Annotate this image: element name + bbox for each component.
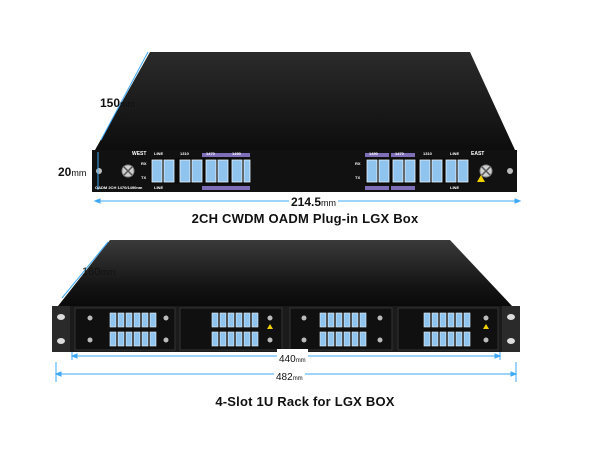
line-label-right-top: LINE: [450, 151, 460, 156]
rack-inner-width-dimension: 440mm: [277, 349, 308, 367]
rack-outer-width-unit: mm: [292, 376, 303, 382]
lgx-box-body: [95, 52, 515, 150]
rack-outer-width-value: 482: [276, 372, 293, 383]
rack-outer-width-dimension: 482mm: [274, 367, 305, 385]
rx-label-left: RX: [141, 161, 147, 166]
tx-label-left: TX: [141, 175, 147, 180]
box-height-value: 20: [58, 165, 72, 179]
line-label-left-bottom: LINE: [154, 185, 164, 190]
box-height-dimension: 20mm: [58, 163, 86, 181]
channel-left-3: 1490: [232, 151, 241, 156]
line-label-left-top: LINE: [154, 151, 164, 156]
box-height-unit: mm: [71, 168, 87, 178]
rack-slot-3: [289, 307, 393, 351]
lgx-box-front-panel: [92, 150, 517, 192]
rack-inner-width-value: 440: [279, 354, 296, 365]
left-adapter-group: [150, 153, 251, 190]
rack-depth-dimension: 160mm: [82, 262, 115, 280]
box-width-dimension: 214.5mm: [289, 193, 339, 211]
channel-left-2: 1470: [206, 151, 215, 156]
line-label-right-bottom: LINE: [450, 185, 460, 190]
rack-slot-4: [397, 307, 499, 351]
rx-label-right: RX: [355, 161, 361, 166]
box-depth-dimension: 150mm: [100, 94, 135, 112]
right-adapter-group: [365, 153, 470, 190]
box-width-value: 214.5: [291, 195, 322, 209]
box-width-unit: mm: [321, 198, 337, 208]
rack-body: [58, 240, 512, 306]
model-label: OADM 2CH 1470/1490nm: [95, 185, 143, 190]
east-label: EAST: [471, 151, 485, 157]
channel-right-2: 1470: [395, 151, 404, 156]
channel-right-1: 1490: [369, 151, 378, 156]
rack-slot-1: [74, 307, 176, 351]
box-depth-unit: mm: [120, 99, 136, 109]
rack-inner-width-unit: mm: [295, 358, 306, 364]
laser-warning-icon: [477, 175, 485, 182]
channel-right-3: 1310: [423, 151, 432, 156]
tx-label-right: TX: [355, 175, 361, 180]
rack-front-panel: [52, 306, 520, 352]
box-depth-value: 150: [100, 96, 121, 110]
rack-slot-2: [179, 307, 283, 351]
rack-depth-value: 160: [82, 266, 101, 278]
rack-caption: 4-Slot 1U Rack for LGX BOX: [215, 394, 395, 409]
west-label: WEST: [132, 151, 147, 157]
channel-left-1: 1310: [180, 151, 189, 156]
rack-depth-unit: mm: [100, 267, 116, 277]
box-caption: 2CH CWDM OADM Plug-in LGX Box: [191, 211, 419, 226]
